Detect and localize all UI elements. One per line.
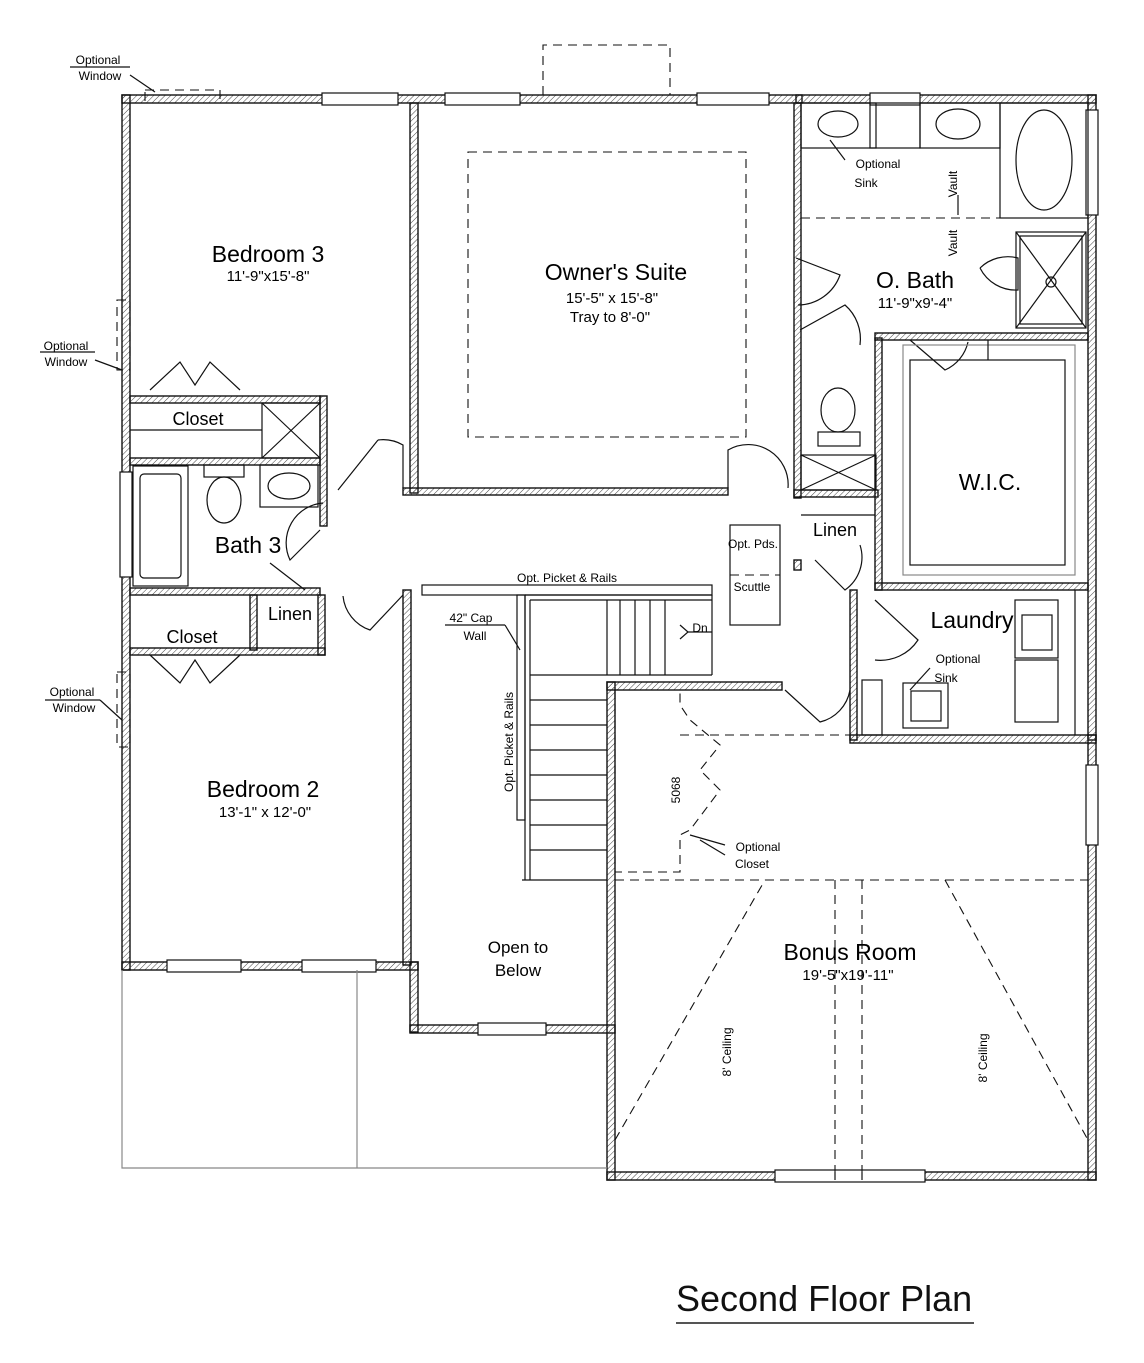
obath-name: O. Bath <box>876 267 954 293</box>
picket-rails-top-label: Opt. Picket & Rails <box>517 571 617 585</box>
ceiling-right-label: 8' Ceiling <box>976 1034 990 1083</box>
door-5068-label: 5068 <box>669 776 683 803</box>
linen-right-name: Linen <box>813 520 857 540</box>
cap-wall-label-line2: Wall <box>464 629 487 643</box>
optional-closet <box>614 690 1088 881</box>
cap-wall-label-line1: 42" Cap <box>450 611 493 625</box>
bedroom2-dims: 13'-1" x 12'-0" <box>219 804 311 821</box>
tray-ceiling <box>467 151 747 438</box>
bonus-name: Bonus Room <box>784 939 917 965</box>
bath3-fixtures <box>130 402 321 587</box>
owners-suite-note: Tray to 8'-0" <box>570 309 650 326</box>
wic-name: W.I.C. <box>959 469 1022 495</box>
bonus-dims: 19'-5"x19'-11" <box>802 967 893 984</box>
doors <box>149 256 1019 723</box>
laundry-name: Laundry <box>930 607 1014 633</box>
owners-suite-name: Owner's Suite <box>545 259 687 285</box>
owners-suite-dims: 15'-5" x 15'-8" <box>566 290 658 307</box>
optional-window-3-line1: Optional <box>50 685 95 699</box>
optional-window-2-line2: Window <box>45 355 88 369</box>
optional-window-1-line1: Optional <box>76 53 121 67</box>
closet-lower-name: Closet <box>166 627 217 647</box>
deck-outline <box>121 970 607 1169</box>
picket-rails-side-label: Opt. Picket & Rails <box>502 692 516 792</box>
bath3-name: Bath 3 <box>215 532 282 558</box>
vault-label-1: Vault <box>946 170 960 197</box>
optional-window-2-line1: Optional <box>44 339 89 353</box>
optional-closet-line2: Closet <box>735 857 770 871</box>
laundry-fixtures <box>861 590 1076 736</box>
linen-left-name: Linen <box>268 604 312 624</box>
vault-label-2: Vault <box>946 229 960 256</box>
leader-lines <box>40 66 959 856</box>
ceiling-left-label: 8' Ceiling <box>720 1028 734 1077</box>
dn-label: Dn <box>692 621 707 635</box>
scuttle-label: Scuttle <box>734 580 771 594</box>
optional-sink-bath-line2: Sink <box>854 176 878 190</box>
plan-title: Second Floor Plan <box>676 1278 975 1324</box>
closet-upper-name: Closet <box>172 409 223 429</box>
bonus-ceiling-lines <box>614 879 1089 1172</box>
interior-walls <box>129 102 1089 966</box>
bedroom3-name: Bedroom 3 <box>212 241 325 267</box>
windows <box>116 89 1099 1183</box>
obath-fixtures <box>800 102 1089 516</box>
opt-pds-label: Opt. Pds. <box>728 537 778 551</box>
open-below-line2: Below <box>495 961 542 980</box>
obath-dims: 11'-9"x9'-4" <box>878 295 952 312</box>
open-below-line1: Open to <box>488 938 549 957</box>
optional-sink-laundry-line2: Sink <box>934 671 958 685</box>
optional-sink-laundry-line1: Optional <box>936 652 981 666</box>
optional-sink-bath-line1: Optional <box>856 157 901 171</box>
optional-closet-line1: Optional <box>736 840 781 854</box>
wic-shelving <box>902 340 1076 576</box>
room-labels: Bedroom 3 11'-9"x15'-8" Owner's Suite 15… <box>166 241 1021 984</box>
stairs <box>421 524 781 881</box>
bedroom2-name: Bedroom 2 <box>207 776 320 802</box>
optional-window-1-line2: Window <box>79 69 122 83</box>
optional-window-3-line2: Window <box>53 701 96 715</box>
bedroom3-dims: 11'-9"x15'-8" <box>227 268 310 285</box>
annotation-labels: Optional Window Optional Window Optional… <box>44 53 990 1082</box>
